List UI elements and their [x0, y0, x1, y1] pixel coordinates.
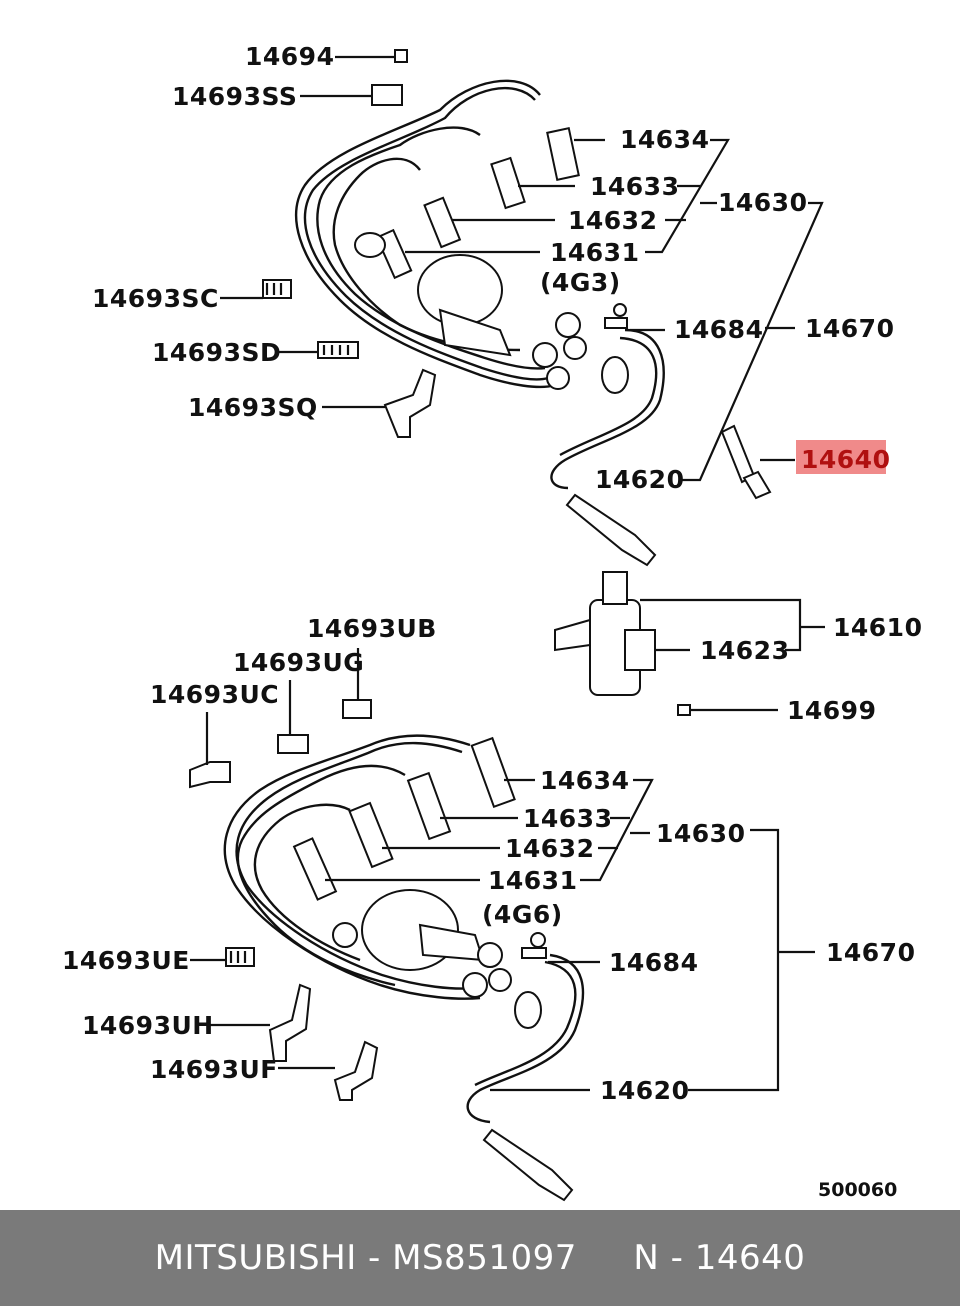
label-14693ue: 14693UE — [62, 946, 190, 975]
footer-brand: MITSUBISHI — [154, 1238, 357, 1278]
label-14634-upper: 14634 — [620, 125, 709, 154]
label-14693sq: 14693SQ — [188, 393, 318, 422]
footer-bar: MITSUBISHI - MS851097 N - 14640 — [0, 1210, 960, 1306]
label-14632-upper: 14632 — [568, 206, 657, 235]
label-14631-upper: 14631 — [550, 238, 639, 267]
label-14684-lower: 14684 — [609, 948, 698, 977]
label-14633-upper: 14633 — [590, 172, 679, 201]
label-14693uc: 14693UC — [150, 680, 279, 709]
label-14693sd: 14693SD — [152, 338, 281, 367]
label-14693ug: 14693UG — [233, 648, 364, 677]
label-engine-4g6: (4G6) — [482, 900, 563, 929]
footer-separator: - — [356, 1238, 393, 1278]
label-14670-lower: 14670 — [826, 938, 915, 967]
label-14670-upper: 14670 — [805, 314, 894, 343]
label-14610: 14610 — [833, 613, 922, 642]
label-14620-upper: 14620 — [595, 465, 684, 494]
label-14623: 14623 — [700, 636, 789, 665]
label-14693uh: 14693UH — [82, 1011, 214, 1040]
label-14632-lower: 14632 — [505, 834, 594, 863]
label-14699: 14699 — [787, 696, 876, 725]
highlight-box — [796, 440, 886, 474]
footer-ref: N - 14640 — [633, 1238, 806, 1278]
label-14693uf: 14693UF — [150, 1055, 278, 1084]
label-14640: 14640 — [801, 445, 890, 474]
label-14693ss: 14693SS — [172, 82, 297, 111]
leader-lines — [190, 55, 825, 1092]
label-14620-lower: 14620 — [600, 1076, 689, 1105]
label-14633-lower: 14633 — [523, 804, 612, 833]
parts-diagram: 14694 14693SS 14634 14633 14630 14632 14… — [62, 42, 922, 1202]
footer-part-number: MS851097 — [392, 1238, 577, 1278]
label-14693sc: 14693SC — [92, 284, 219, 313]
diagram-code: 500060 — [818, 1179, 897, 1201]
footer-gap — [577, 1238, 634, 1278]
label-engine-4g3: (4G3) — [540, 268, 621, 297]
lower-assembly — [189, 699, 585, 1202]
label-14634-lower: 14634 — [540, 766, 629, 795]
upper-assembly — [262, 49, 772, 716]
label-14630-upper: 14630 — [718, 188, 807, 217]
part-labels: 14694 14693SS 14634 14633 14630 14632 14… — [62, 42, 922, 1201]
exploded-view-svg: 14694 14693SS 14634 14633 14630 14632 14… — [62, 42, 922, 1202]
label-14694: 14694 — [245, 42, 334, 71]
label-14684-upper: 14684 — [674, 315, 763, 344]
label-14630-lower: 14630 — [656, 819, 745, 848]
label-14693ub: 14693UB — [307, 614, 437, 643]
label-14631-lower: 14631 — [488, 866, 577, 895]
